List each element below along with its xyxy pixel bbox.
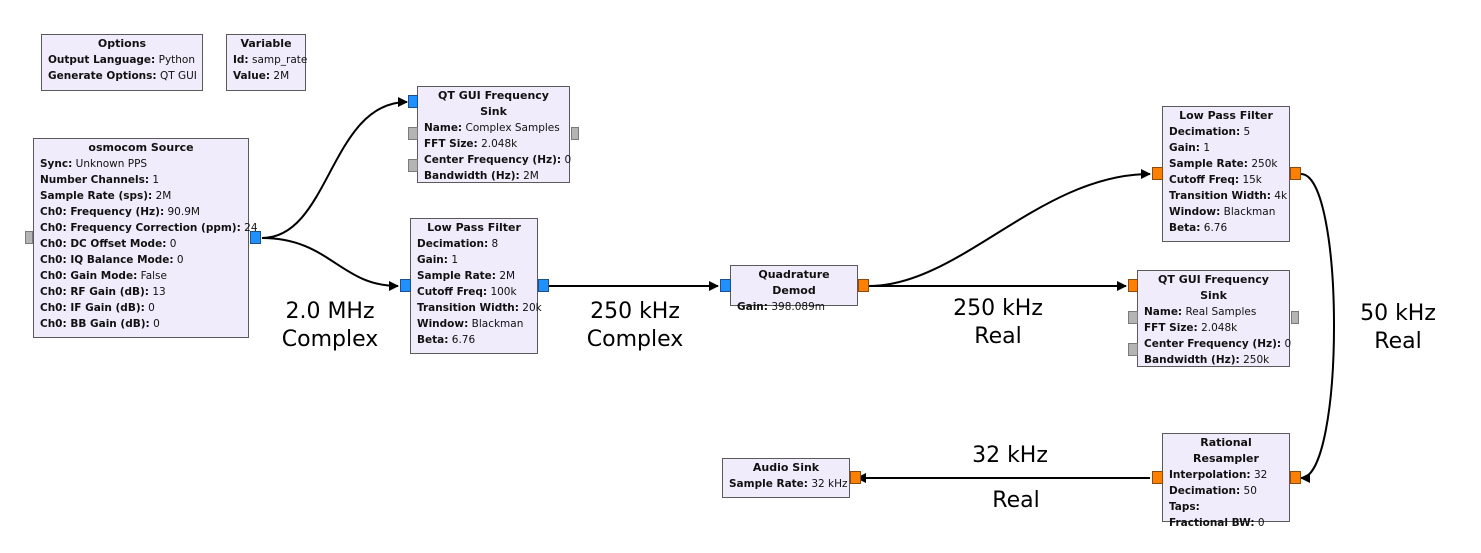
variable-block[interactable]: Variable Id: samp_rate Value: 2M — [226, 34, 308, 91]
lpf1-output-port[interactable] — [538, 279, 549, 292]
low-pass-filter-2-block[interactable]: Low Pass Filter Decimation: 5 Gain: 1 Sa… — [1162, 106, 1290, 242]
param-row: FFT Size: 2.048k — [1144, 322, 1238, 334]
param-row: Bandwidth (Hz): 2M — [424, 170, 539, 182]
param-row: Ch0: Gain Mode: False — [40, 270, 167, 282]
param-row: Name: Complex Samples — [424, 122, 560, 134]
lpf2-output-port[interactable] — [1290, 167, 1301, 180]
param-row: Interpolation: 32 — [1169, 469, 1268, 481]
qt-sink-real-freq-in-port[interactable] — [1128, 343, 1138, 356]
block-title: Rational Resampler — [1193, 436, 1259, 465]
block-title: Low Pass Filter — [1179, 109, 1273, 122]
lpf2-input-port[interactable] — [1152, 167, 1163, 180]
param-row: Ch0: IF Gain (dB): 0 — [40, 302, 155, 314]
osmocom-message-port[interactable] — [25, 231, 33, 244]
param-row: Id: samp_rate — [233, 54, 308, 66]
param-row: Ch0: IQ Balance Mode: 0 — [40, 254, 184, 266]
qt-sink-real-message-out-port[interactable] — [1291, 311, 1299, 324]
rational-resampler-block[interactable]: Rational Resampler Interpolation: 32 Dec… — [1162, 433, 1290, 529]
param-row: Gain: 398.089m — [737, 301, 825, 313]
param-row: Decimation: 50 — [1169, 485, 1257, 497]
param-row: Sample Rate: 32 kHz — [729, 478, 848, 490]
qt-freq-sink-complex-block[interactable]: QT GUI Frequency Sink Name: Complex Samp… — [417, 86, 572, 183]
block-title: QT GUI Frequency Sink — [1158, 273, 1269, 302]
block-title: Quadrature Demod — [758, 268, 830, 297]
param-row: Ch0: RF Gain (dB): 13 — [40, 286, 166, 298]
wire-osmocom-to-lpf1[interactable] — [261, 237, 399, 291]
param-row: Name: Real Samples — [1144, 306, 1257, 318]
param-row: Ch0: Frequency Correction (ppm): 24 — [40, 222, 258, 234]
block-title: osmocom Source — [88, 141, 194, 154]
param-row: Ch0: DC Offset Mode: 0 — [40, 238, 177, 250]
osmocom-output-port[interactable] — [250, 231, 261, 244]
block-title: Variable — [240, 37, 292, 50]
resampler-output-port[interactable] — [1152, 471, 1163, 484]
param-row: Cutoff Freq: 100k — [417, 286, 517, 298]
quad-demod-output-port[interactable] — [858, 279, 869, 292]
param-row: Sample Rate: 250k — [1169, 158, 1278, 170]
param-row: Transition Width: 20k — [417, 302, 542, 314]
qt-sink-complex-message-out-port[interactable] — [571, 127, 579, 140]
options-block[interactable]: Options Output Language: Python Generate… — [41, 34, 203, 91]
param-row: Window: Blackman — [1169, 206, 1276, 218]
wire-lpf2-to-resampler[interactable] — [1300, 173, 1335, 483]
param-row: Bandwidth (Hz): 250k — [1144, 354, 1270, 366]
qt-freq-sink-real-block[interactable]: QT GUI Frequency Sink Name: Real Samples… — [1137, 270, 1292, 367]
param-row: Decimation: 5 — [1169, 126, 1251, 138]
param-row: Center Frequency (Hz): 0 — [424, 154, 572, 166]
qt-sink-complex-input-port[interactable] — [408, 95, 418, 108]
resampler-input-port[interactable] — [1290, 471, 1301, 484]
qt-sink-real-message-in-port[interactable] — [1128, 311, 1138, 324]
param-row: Beta: 6.76 — [1169, 222, 1228, 234]
audio-sink-input-port[interactable] — [850, 471, 861, 484]
osmocom-source-block[interactable]: osmocom Source Sync: Unknown PPS Number … — [33, 138, 258, 338]
param-row: Fractional BW: 0 — [1169, 517, 1265, 529]
param-row: Output Language: Python — [48, 54, 196, 66]
audio-sink-block[interactable]: Audio Sink Sample Rate: 32 kHz — [722, 458, 850, 498]
param-row: Generate Options: QT GUI — [48, 70, 197, 82]
param-row: Sync: Unknown PPS — [40, 158, 148, 170]
param-row: Sample Rate: 2M — [417, 270, 516, 282]
param-row: Number Channels: 1 — [40, 174, 160, 186]
param-row: Ch0: BB Gain (dB): 0 — [40, 318, 160, 330]
param-row: Taps: — [1169, 501, 1200, 513]
param-row: Value: 2M — [233, 70, 290, 82]
block-title: QT GUI Frequency Sink — [438, 89, 549, 118]
param-row: FFT Size: 2.048k — [424, 138, 518, 150]
param-row: Gain: 1 — [417, 254, 459, 266]
qt-sink-real-input-port[interactable] — [1128, 279, 1138, 292]
lpf1-input-port[interactable] — [400, 279, 411, 292]
wire-osmocom-to-qtsink[interactable] — [261, 97, 408, 239]
param-row: Cutoff Freq: 15k — [1169, 174, 1262, 186]
label-32khz: 32 kHz — [972, 443, 1048, 468]
low-pass-filter-1-block[interactable]: Low Pass Filter Decimation: 8 Gain: 1 Sa… — [410, 218, 542, 354]
param-row: Decimation: 8 — [417, 238, 499, 250]
param-row: Window: Blackman — [417, 318, 524, 330]
param-row: Sample Rate (sps): 2M — [40, 190, 172, 202]
qt-sink-complex-freq-in-port[interactable] — [408, 159, 418, 172]
quad-demod-input-port[interactable] — [720, 279, 731, 292]
param-row: Transition Width: 4k — [1169, 190, 1288, 202]
qt-sink-complex-message-in-port[interactable] — [408, 127, 418, 140]
block-title: Options — [97, 37, 147, 50]
label-32khz-real: Real — [992, 488, 1040, 513]
block-title: Low Pass Filter — [427, 221, 521, 234]
param-row: Gain: 1 — [1169, 142, 1211, 154]
param-row: Beta: 6.76 — [417, 334, 476, 346]
block-title: Audio Sink — [752, 461, 820, 474]
param-row: Ch0: Frequency (Hz): 90.9M — [40, 206, 200, 218]
param-row: Center Frequency (Hz): 0 — [1144, 338, 1292, 350]
wire-demod-to-lpf2[interactable] — [868, 169, 1151, 287]
quadrature-demod-block[interactable]: Quadrature Demod Gain: 398.089m — [730, 265, 858, 313]
